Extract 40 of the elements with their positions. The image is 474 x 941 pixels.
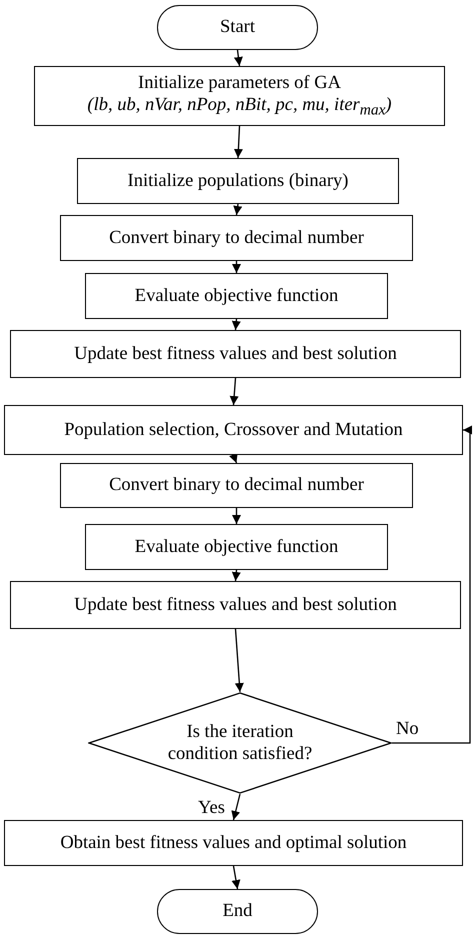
node-label: Update best fitness values and best solution bbox=[74, 594, 397, 616]
arrow bbox=[234, 628, 244, 692]
arrow bbox=[229, 453, 238, 464]
process-box bbox=[60, 215, 413, 261]
terminal-box bbox=[157, 889, 318, 934]
node-label: Population selection, Crossover and Mutation bbox=[64, 418, 403, 442]
process-box bbox=[77, 158, 399, 204]
arrow bbox=[232, 318, 241, 330]
arrow bbox=[233, 204, 242, 216]
arrow bbox=[231, 794, 241, 820]
arrow bbox=[232, 508, 241, 524]
node-label: Is the iteration condition satisfied? bbox=[166, 720, 314, 766]
arrow bbox=[230, 378, 239, 406]
node-label: Evaluate objective function bbox=[134, 536, 338, 558]
process-box bbox=[4, 405, 463, 455]
arrow bbox=[232, 866, 240, 890]
process-box bbox=[34, 66, 445, 126]
process-box bbox=[4, 820, 463, 866]
process-box bbox=[85, 524, 388, 570]
node-label: Convert binary to decimal number bbox=[109, 226, 364, 250]
process-box bbox=[10, 581, 461, 629]
node-label: Obtain best fitness values and optimal solution bbox=[60, 832, 407, 854]
decision-diamond bbox=[88, 692, 392, 794]
arrow bbox=[232, 261, 241, 273]
node-label: Initialize populations (binary) bbox=[128, 170, 348, 192]
parameter-list: (lb, ub, nVar, nPop, nBit, pc, mu, iter$_{max}$) bbox=[87, 94, 392, 120]
terminal-box bbox=[157, 5, 318, 50]
node-label: End bbox=[222, 900, 252, 923]
arrow bbox=[234, 126, 243, 158]
node-label: Start bbox=[220, 16, 255, 39]
arrow bbox=[234, 50, 243, 66]
node-label: Initialize parameters of GA bbox=[138, 72, 341, 94]
node-label: Evaluate objective function bbox=[134, 284, 338, 308]
node-label: Convert binary to decimal number bbox=[109, 474, 364, 497]
process-box bbox=[10, 330, 461, 378]
process-box bbox=[60, 463, 413, 508]
process-box bbox=[85, 273, 388, 319]
arrow bbox=[392, 426, 472, 744]
node-label: Update best fitness values and best solution bbox=[74, 342, 397, 366]
arrow bbox=[232, 570, 241, 582]
